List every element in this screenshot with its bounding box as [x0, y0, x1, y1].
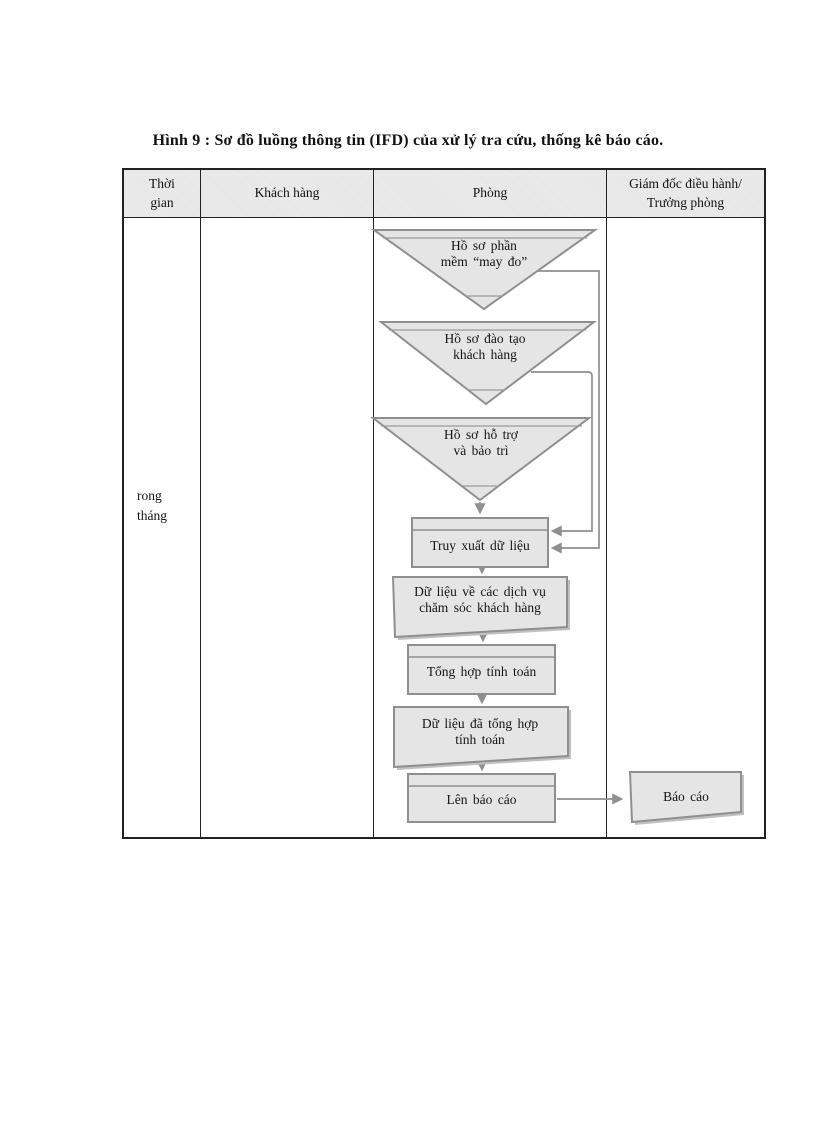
- node-label-hoso-phanmem: Hồ sơ phần mềm “may đo”: [440, 238, 528, 270]
- time-row-label: rong tháng: [137, 488, 167, 523]
- figure-caption: Hình 9 : Sơ đồ luồng thông tin (IFD) của…: [152, 132, 664, 149]
- header-cell-phong: Phòng: [374, 170, 607, 218]
- body-cell-khach-hang: [201, 218, 374, 837]
- node-label-hoso-hotro: Hồ sơ hỗ trợ và bảo trì: [444, 427, 518, 459]
- node-label-truyxuat: Truy xuất dữ liệu: [430, 538, 530, 553]
- header-cell-khach-hang: Khách hàng: [201, 170, 374, 218]
- body-cell-giam-doc: [607, 218, 764, 837]
- node-label-lenbaocao: Lên báo cáo: [446, 792, 517, 807]
- body-cell-thoi-gian: rong tháng: [124, 218, 201, 837]
- body-cell-phong: [374, 218, 607, 837]
- header-cell-giam-doc: Giám đốc điều hành/ Trưởng phòng: [607, 170, 764, 218]
- header-cell-thoi-gian: Thời gian: [124, 170, 201, 218]
- node-label-baocao: Báo cáo: [663, 789, 709, 804]
- node-label-dulieu-tonghop: Dữ liệu đã tổng hợp tính toán: [421, 716, 539, 748]
- node-label-dulieu-dichvu: Dữ liệu về các dịch vụ chăm sóc khách hà…: [414, 584, 546, 616]
- node-label-hoso-daotao: Hồ sơ đào tạo khách hàng: [444, 331, 526, 363]
- node-label-tonghop: Tổng hợp tính toán: [426, 664, 537, 679]
